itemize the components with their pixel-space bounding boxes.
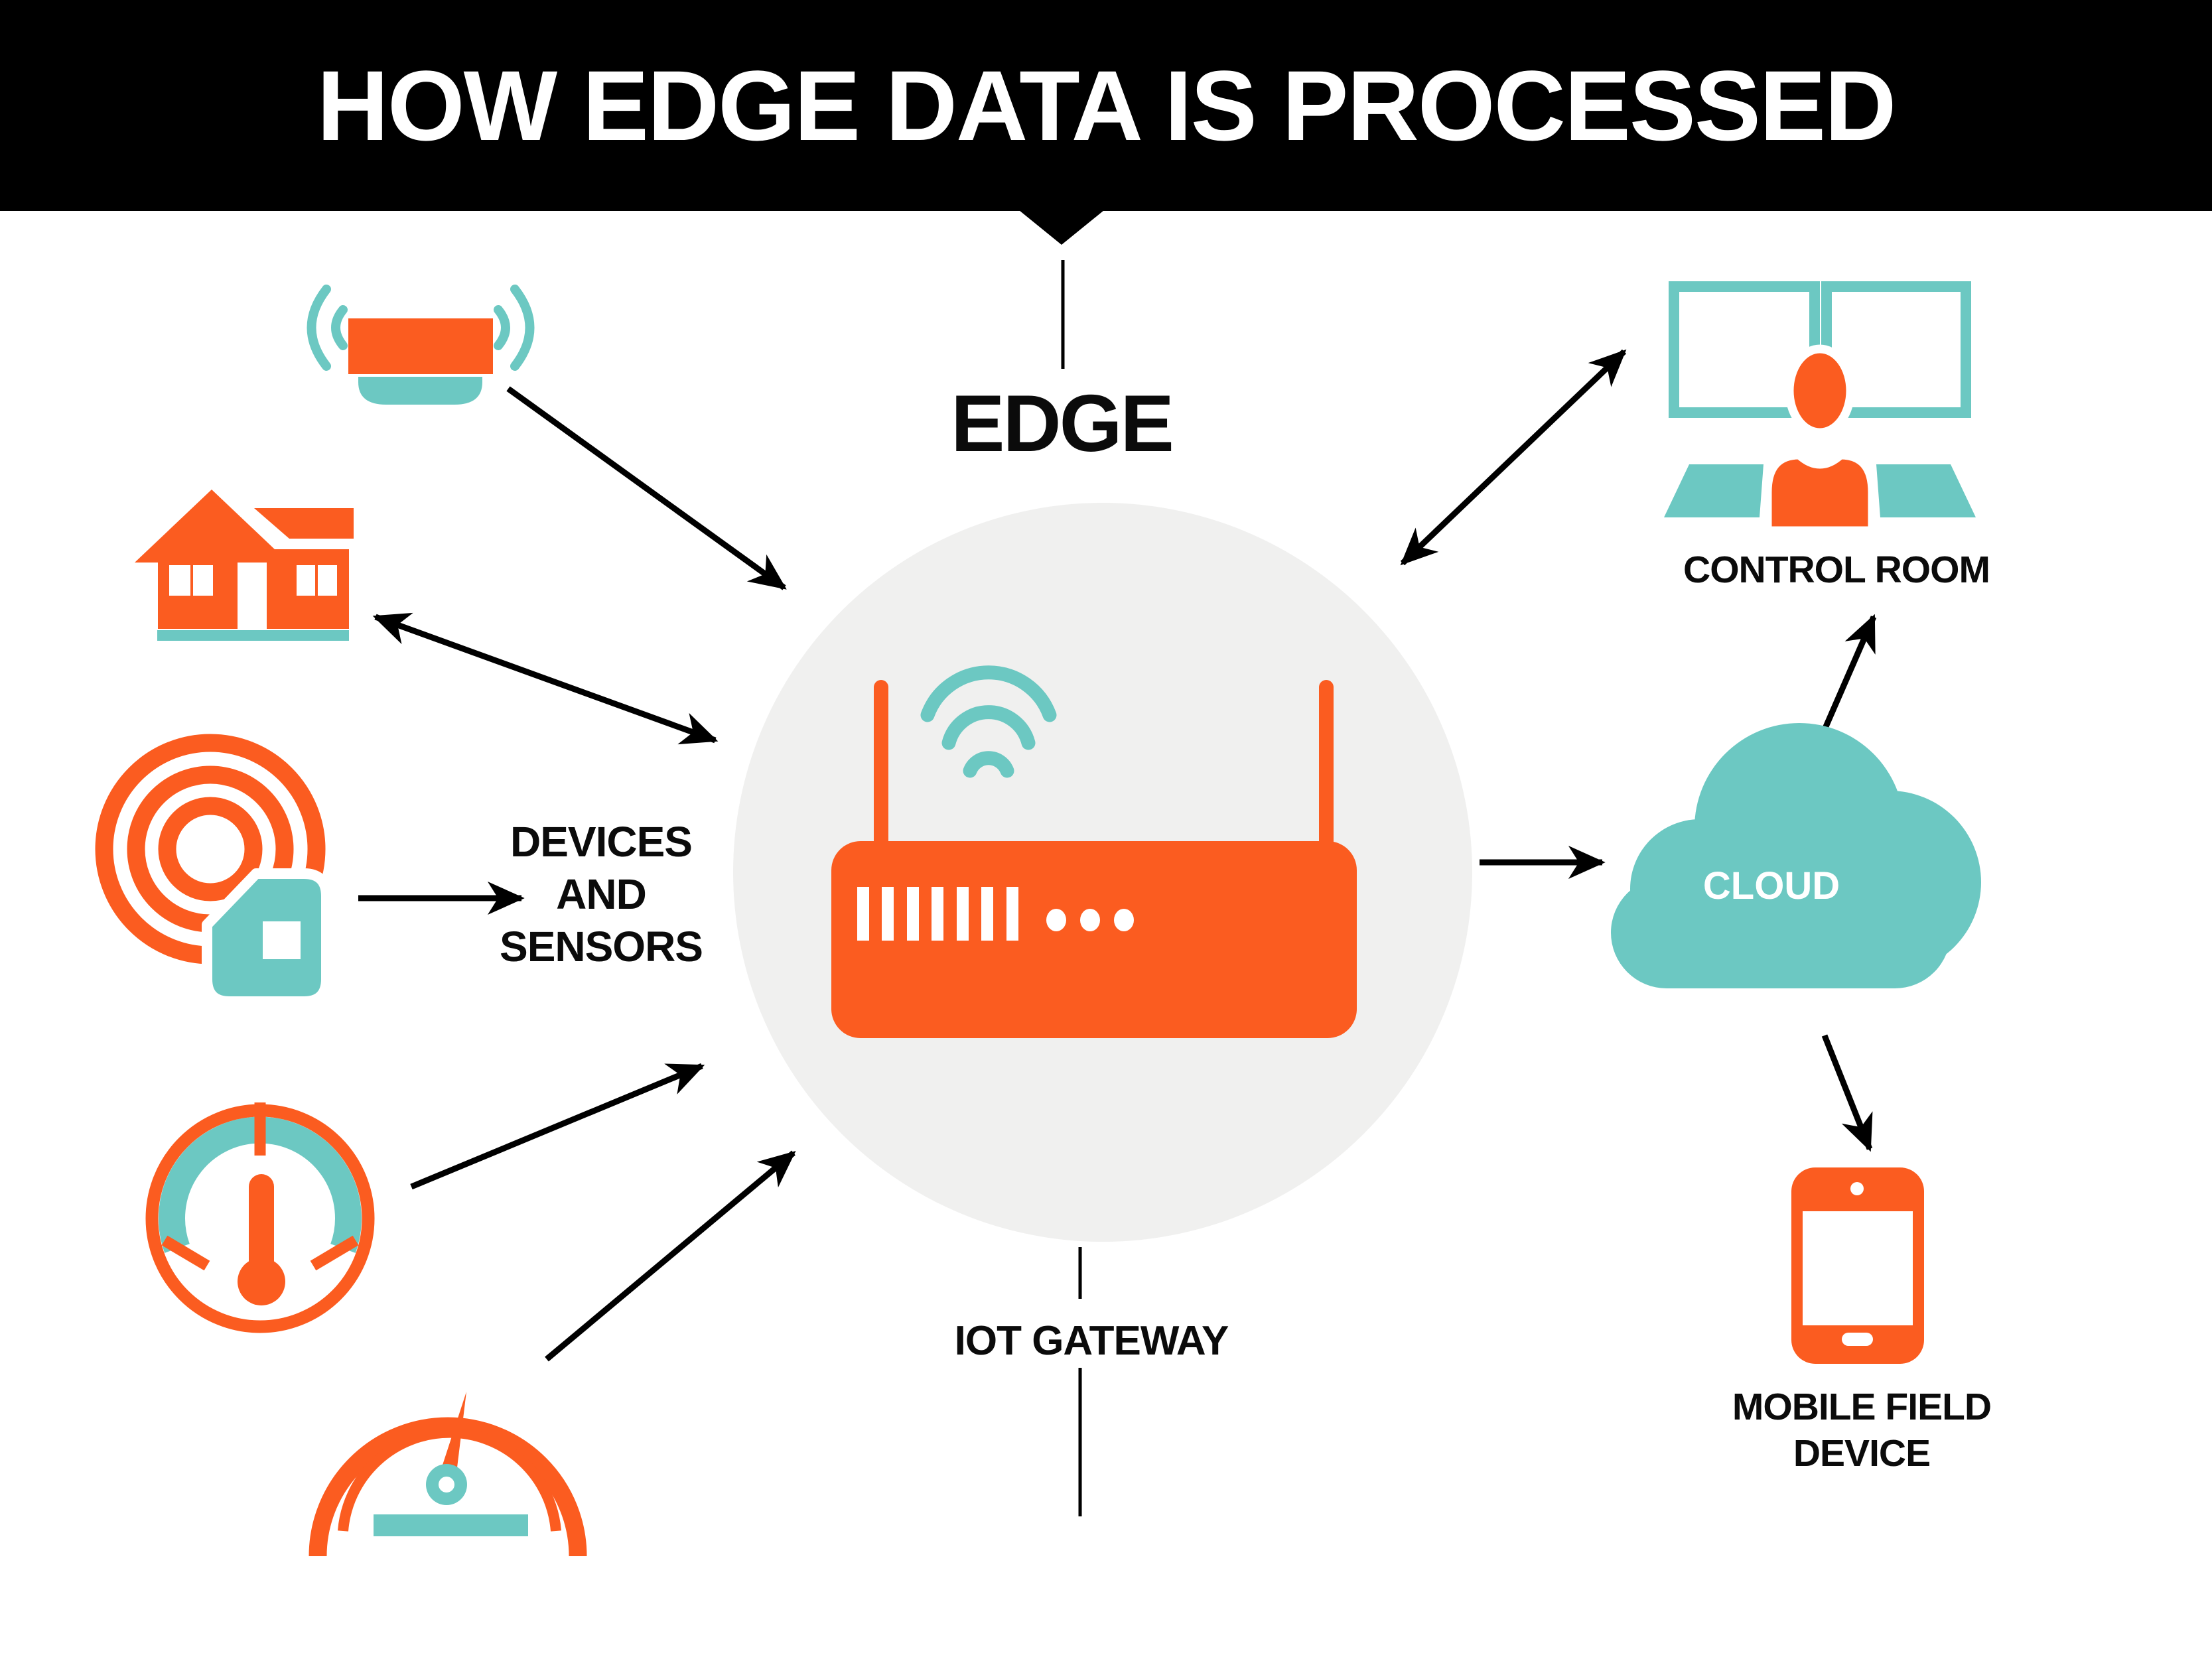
arrow-house-gateway-bidirectional	[372, 612, 719, 745]
router-right-antenna	[1319, 680, 1334, 872]
devices-label-line-3: SENSORS	[500, 923, 703, 970]
wifi-icon	[920, 665, 1057, 778]
gauge-ticks	[161, 1102, 359, 1271]
cloud-icon	[1611, 723, 1981, 988]
edge-zone-label: EDGE	[951, 378, 1174, 468]
arrow-gateway-control-room-bidirectional	[1400, 349, 1627, 566]
wifi-router-icon	[831, 665, 1357, 1038]
mobile-phone-icon	[1791, 1167, 1924, 1364]
phone-home-button	[1842, 1333, 1873, 1346]
operator-body	[1763, 450, 1877, 535]
thermometer-stem	[249, 1174, 274, 1274]
house-icon	[135, 490, 354, 641]
control-room-label: CONTROL ROOM	[1683, 549, 1990, 591]
router-left-antenna	[874, 680, 888, 872]
arrow-smoke-detector-to-gateway	[506, 386, 787, 590]
mobile-label-line-1: MOBILE FIELD	[1732, 1386, 1992, 1428]
house-base	[157, 630, 349, 641]
devices-label-line-1: DEVICES	[510, 818, 693, 866]
devices-label-line-2: AND	[556, 870, 647, 918]
thermometer-bulb	[238, 1258, 285, 1305]
mobile-label-line-2: DEVICE	[1793, 1432, 1931, 1475]
phone-screen	[1803, 1211, 1913, 1325]
desk-left	[1664, 464, 1763, 517]
sensor-tag-icon	[95, 734, 332, 1007]
arrows	[358, 349, 1877, 1362]
sound-waves-icon	[307, 285, 535, 371]
cloud-label: CLOUD	[1702, 864, 1840, 907]
desk-right	[1876, 464, 1976, 517]
arrow-cloud-to-control-room	[1821, 614, 1877, 731]
smoke-detector-icon	[307, 285, 535, 405]
router-status-lights	[1046, 909, 1134, 931]
operator-head	[1785, 344, 1855, 437]
speedometer-icon	[309, 1392, 587, 1557]
arrow-cloud-to-mobile-device	[1821, 1034, 1873, 1152]
router-vents	[857, 887, 1018, 941]
mobile-field-device-label: MOBILE FIELD DEVICE	[1732, 1384, 1992, 1477]
house-windows	[169, 565, 337, 596]
thermometer-gauge-icon	[145, 1102, 375, 1333]
arrow-thermometer-to-gateway	[410, 1063, 705, 1190]
phone-speaker	[1850, 1182, 1864, 1195]
page-title: HOW EDGE DATA IS PROCESSED	[316, 49, 1897, 161]
arrow-speedometer-to-gateway	[545, 1150, 796, 1362]
iot-gateway-label: IOT GATEWAY	[954, 1318, 1229, 1364]
control-room-icon	[1664, 281, 1976, 535]
header-banner: HOW EDGE DATA IS PROCESSED	[0, 0, 2212, 211]
devices-and-sensors-label: DEVICES AND SENSORS	[500, 816, 703, 973]
banner-notch	[1019, 210, 1104, 245]
